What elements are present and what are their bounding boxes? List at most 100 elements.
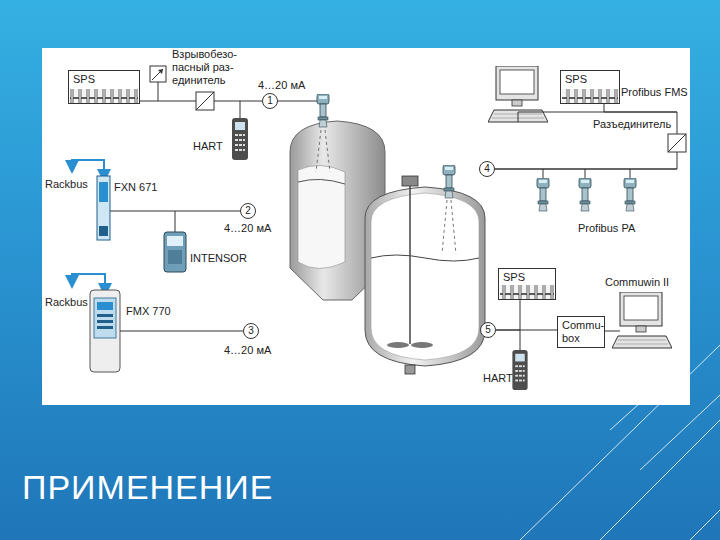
tank-front: [442, 200, 447, 254]
illustration: [97, 314, 113, 317]
annotation-label: Rackbus: [45, 178, 88, 191]
level-transmitter: [624, 178, 636, 211]
callout-number-text: 5: [485, 323, 491, 337]
wire: [278, 101, 318, 102]
annotation-label: Profibus FMS: [621, 86, 688, 99]
box-text: SPS: [73, 73, 135, 86]
tank-front: [371, 193, 479, 360]
tank-back: [298, 165, 345, 268]
ex-symbol: [150, 66, 166, 82]
tank-front: [411, 342, 433, 348]
tank-front: [442, 200, 456, 254]
plc-box: SPS: [560, 70, 620, 104]
annotation-label: 4…20 мА: [224, 344, 271, 357]
wire: [520, 330, 521, 350]
rackbus-arrow: [72, 274, 105, 290]
tank-front: [409, 180, 411, 344]
callout-number: 2: [240, 203, 256, 219]
tank-front: [387, 342, 409, 348]
tank-back: [298, 179, 345, 184]
fmx-module: [90, 290, 120, 372]
illustration: [97, 326, 113, 329]
illustration: [167, 236, 183, 246]
bus-separator: [668, 134, 686, 152]
wire: [158, 82, 159, 101]
signal-line: [496, 300, 520, 330]
illustration: [158, 69, 163, 74]
illustration: [94, 298, 116, 338]
signal-line: [496, 330, 557, 331]
tank-front: [365, 187, 485, 366]
background-decoration: [640, 395, 720, 470]
commubox: Commu- box: [557, 316, 605, 348]
illustration: [152, 69, 163, 80]
tank-front: [371, 255, 479, 261]
callout-number: 4: [479, 161, 495, 177]
annotation-label: FMX 770: [126, 305, 171, 318]
computer: [612, 292, 672, 348]
wire: [605, 331, 620, 332]
callout-number: 3: [243, 323, 259, 339]
annotation-label: HART: [193, 140, 223, 153]
slide-title: ПРИМЕНЕНИЕ: [22, 468, 273, 507]
box-text: SPS: [565, 73, 615, 86]
isolator-symbols: [196, 92, 214, 110]
wire: [175, 211, 176, 232]
illustration: [630, 169, 631, 178]
wire: [518, 112, 519, 122]
level-transmitter: [443, 165, 455, 198]
annotation-label: Разъединитель: [593, 118, 671, 131]
rack-slots: [70, 89, 138, 103]
tank-back: [316, 130, 330, 172]
wire: [120, 331, 243, 332]
fxn-module: [97, 176, 110, 240]
isolator-symbols: [668, 134, 686, 152]
box-text: SPS: [503, 271, 551, 284]
illustration: [168, 250, 182, 264]
tank-front: [451, 200, 456, 254]
rack-slots: [562, 89, 618, 103]
callout-number-text: 4: [484, 162, 490, 176]
illustration: [585, 169, 586, 178]
tank-back: [325, 130, 330, 172]
tank-back: [316, 130, 321, 172]
box-text: Commu- box: [562, 319, 600, 345]
tank-front: [405, 365, 415, 374]
signal-line: [495, 104, 677, 169]
illustration: [99, 182, 108, 202]
annotation-label: INTENSOR: [190, 252, 247, 265]
rack-slots: [500, 285, 554, 299]
callout-number-text: 3: [248, 324, 254, 338]
callout-number-text: 2: [245, 204, 251, 218]
computer: [488, 66, 548, 122]
wire: [240, 101, 241, 118]
illustration: [99, 226, 108, 236]
annotation-label: HART: [483, 372, 513, 385]
ex-isolator: [196, 92, 214, 110]
illustration: [543, 169, 544, 178]
level-transmitter: [317, 94, 329, 127]
background-decoration: [600, 420, 720, 540]
level-transmitter: [579, 178, 591, 211]
hart-handheld: [232, 118, 248, 160]
background-decoration: [690, 510, 720, 540]
plc-box: SPS: [68, 70, 140, 104]
annotation-label: Commuwin II: [605, 276, 669, 289]
illustration: [97, 320, 113, 323]
annotation-label: Profibus PA: [578, 222, 635, 235]
callout-number: 1: [262, 93, 278, 109]
annotation-label: 4…20 мА: [224, 222, 271, 235]
annotation-label: 4…20 мА: [258, 79, 305, 92]
hart-handheld: [512, 350, 527, 390]
annotation-label: FXN 671: [114, 181, 157, 194]
annotation-label: Взрывобезо- пасный раз- единитель: [172, 48, 254, 87]
annotation-label: Rackbus: [45, 296, 88, 309]
illustration: [97, 302, 113, 310]
tank-front: [365, 176, 485, 374]
level-transmitter: [537, 178, 549, 211]
plc-box: SPS: [498, 268, 556, 300]
